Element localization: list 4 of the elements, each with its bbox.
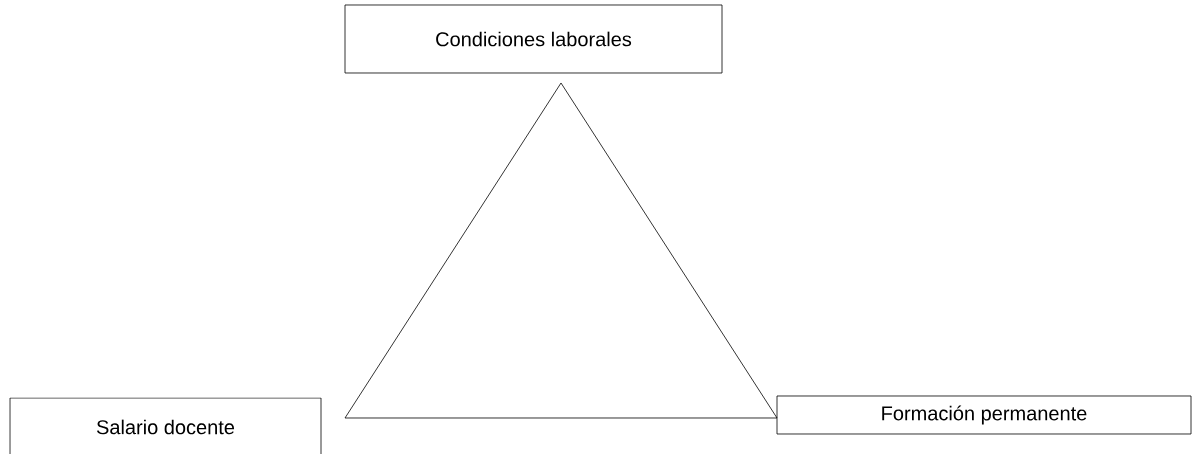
triangle (344, 82, 778, 419)
text-box: Formación permanente (776, 395, 1192, 435)
text-box: Salario docente (9, 397, 322, 454)
text-box: Condiciones laborales (344, 4, 723, 74)
